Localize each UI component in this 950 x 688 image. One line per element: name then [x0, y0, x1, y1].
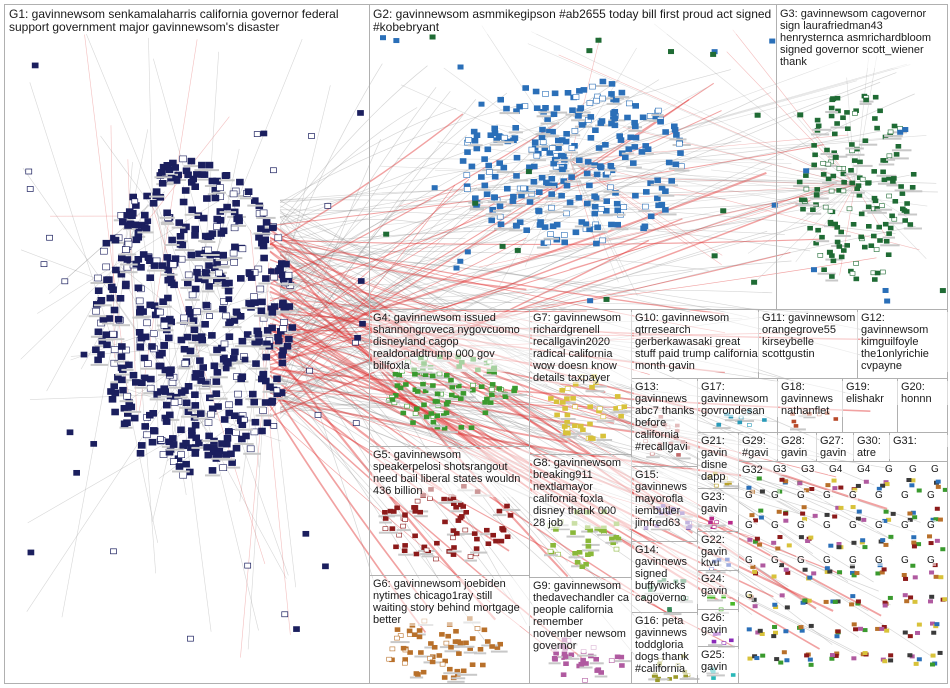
grid-label: G — [930, 464, 940, 475]
grid-label: G — [796, 490, 806, 501]
group-label-g6: G6: gavinnewsom joebiden nytimes chicago… — [372, 578, 530, 626]
grid-label: G — [900, 520, 910, 531]
grid-label: G — [770, 490, 780, 501]
group-label-g16: G16: peta gavinnews toddgloria dogs than… — [634, 615, 698, 675]
grid-label: G — [770, 555, 780, 566]
grid-label: G — [874, 520, 884, 531]
grid-label: G — [796, 555, 806, 566]
group-label-g18: G18: gavinnews nathanflet — [780, 381, 843, 417]
grid-label: G — [874, 490, 884, 501]
group-label-g17: G17: gavinnewsom govrondesan — [700, 381, 778, 417]
group-label-g20: G20: honnn — [900, 381, 948, 405]
grid-label: G — [926, 490, 936, 501]
group-label-g4: G4: gavinnewsom issued shannongroveca ny… — [372, 312, 530, 372]
group-label-g31: G31: — [892, 435, 948, 447]
extra-label-ktvu: ktvu — [700, 558, 739, 569]
group-label-g14: G14: gavinnews signed buffywicks cagover… — [634, 544, 698, 604]
group-label-g10: G10: gavinnewsom qtrresearch gerberkawas… — [634, 312, 759, 372]
grid-label: G — [796, 520, 806, 531]
group-label-g7: G7: gavinnewsom richardgrenell recallgav… — [532, 312, 632, 384]
group-label-g2: G2: gavinnewsom asmmikegipson #ab2655 to… — [372, 8, 774, 34]
grid-label: G — [848, 490, 858, 501]
grid-label: G — [848, 520, 858, 531]
group-label-g21: G21: gavin disne dapp — [700, 435, 739, 483]
grid-label: G — [744, 590, 754, 601]
grid-label: G3 — [800, 464, 815, 475]
grid-label: G3 — [772, 464, 787, 475]
group-box-g2 — [369, 4, 777, 310]
grid-label: G4 — [856, 464, 871, 475]
group-label-g28: G28: gavin — [780, 435, 817, 459]
grid-label: G — [822, 555, 832, 566]
grid-label: G — [744, 490, 754, 501]
grid-label: G — [884, 464, 894, 475]
group-label-g8: G8: gavinnewsom breaking911 nextlamayor … — [532, 457, 632, 529]
group-label-g15: G15: gavinnews mayorofla iembutler jimfr… — [634, 469, 698, 529]
group-label-g13: G13: gavinnews abc7 thanks before califo… — [634, 381, 698, 453]
grid-label: G — [926, 520, 936, 531]
grid-label: G — [926, 555, 936, 566]
group-label-g22: G22: gavin — [700, 534, 739, 558]
grid-label: G — [848, 555, 858, 566]
grid-label: G — [822, 490, 832, 501]
grid-label: G4 — [828, 464, 843, 475]
group-label-g9: G9: gavinnewsom thedavechandler ca peopl… — [532, 580, 632, 652]
group-label-g25: G25: gavin — [700, 649, 739, 673]
group-label-g19: G19: elishakr — [845, 381, 898, 405]
group-label-g32: G32 — [741, 464, 773, 476]
grid-label: G — [900, 490, 910, 501]
group-label-g24: G24: gavin — [700, 573, 739, 597]
grid-label: G — [822, 520, 832, 531]
group-label-g12: G12: gavinnewsom kimguilfoyle the1onlyri… — [860, 312, 948, 372]
group-label-g1: G1: gavinnewsom senkamalaharris californ… — [8, 8, 366, 34]
grid-label: G — [874, 555, 884, 566]
group-label-g29: G29: #gavi — [741, 435, 778, 459]
group-label-g23: G23: gavin — [700, 491, 739, 515]
grid-label: G — [744, 555, 754, 566]
group-label-g11: G11: gavinnewsom orangegrove55 kirseybel… — [761, 312, 858, 360]
group-box-g1 — [4, 4, 370, 684]
group-label-g30: G30: atre — [856, 435, 890, 459]
group-label-g27: G27: gavin — [819, 435, 854, 459]
grid-label: G — [908, 464, 918, 475]
grid-label: G — [900, 555, 910, 566]
group-label-g3: G3: gavinnewsom cagovernor sign laurafri… — [779, 8, 947, 68]
group-label-g26: G26: gavin — [700, 612, 739, 636]
grid-label: G — [770, 520, 780, 531]
grid-label: G — [744, 520, 754, 531]
group-label-g5: G5: gavinnewsom speakerpelosi shotsrango… — [372, 449, 530, 497]
